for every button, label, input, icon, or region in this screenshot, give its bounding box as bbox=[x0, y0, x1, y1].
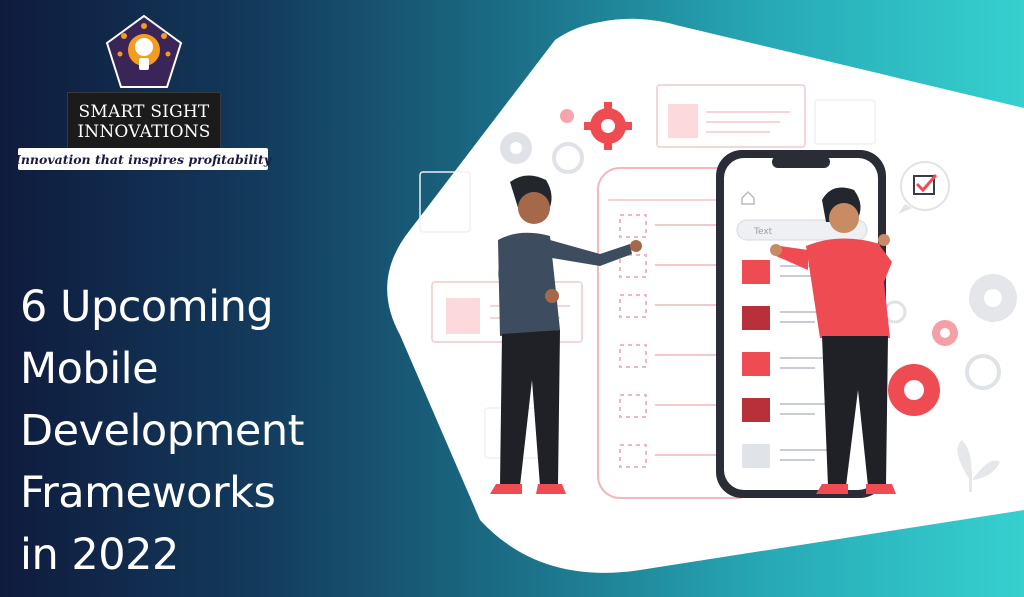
white-card-shape bbox=[387, 18, 1024, 573]
person-left-figure bbox=[490, 175, 642, 494]
brand-name-line2: INNOVATIONS bbox=[77, 122, 211, 142]
headline-line: Mobile bbox=[20, 344, 159, 394]
headline-line: Development bbox=[20, 406, 304, 456]
brand-tagline: Innovation that inspires profitability bbox=[15, 148, 271, 170]
brand-name: SMART SIGHT INNOVATIONS bbox=[67, 92, 221, 152]
gear-icons bbox=[500, 102, 1017, 416]
check-bubble-icon bbox=[898, 161, 950, 214]
brand-name-line1: SMART SIGHT bbox=[78, 102, 210, 122]
brand-logo[interactable]: SMART SIGHT INNOVATIONS Innovation that … bbox=[15, 14, 271, 174]
search-placeholder-text: Text bbox=[753, 227, 773, 237]
headline: 6 Upcoming Mobile Development Frameworks… bbox=[20, 276, 390, 586]
headline-line: Frameworks bbox=[20, 468, 276, 518]
headline-line: in 2022 bbox=[20, 530, 179, 580]
plant-icon bbox=[957, 440, 1000, 492]
person-right-figure bbox=[770, 187, 896, 494]
lightbulb-logo-icon bbox=[105, 14, 183, 88]
headline-line: 6 Upcoming bbox=[20, 282, 274, 332]
